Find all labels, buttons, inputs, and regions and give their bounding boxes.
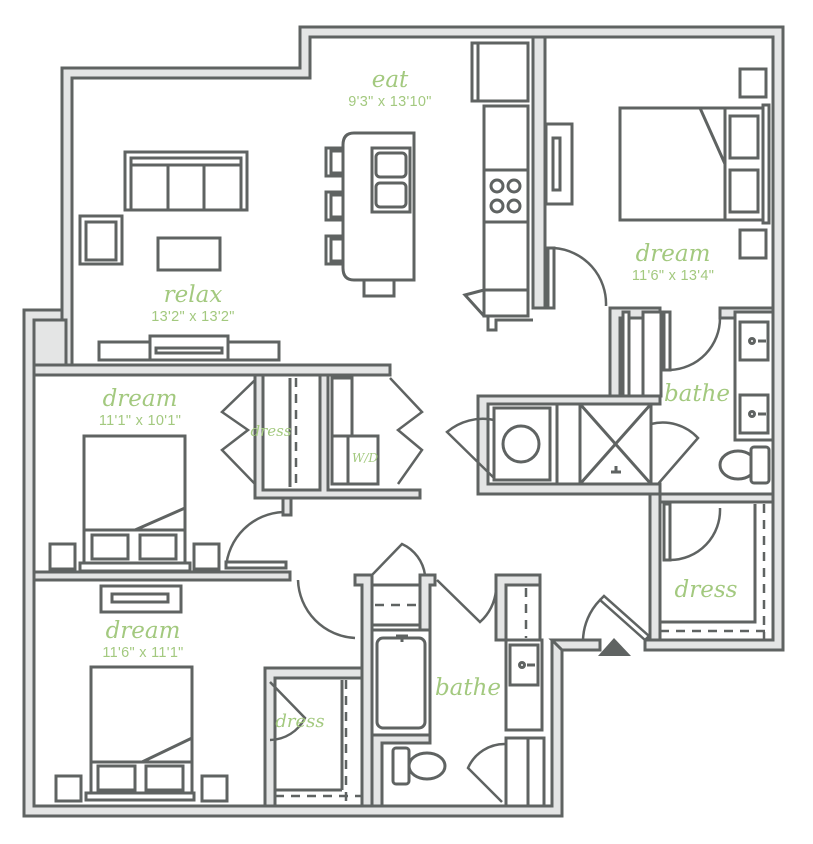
eat-room: eat 9'3" x 13'10" [324,41,533,332]
closet-icon [504,736,546,808]
eat-dims: 9'3" x 13'10" [348,94,431,110]
stool-icon [362,278,396,298]
bed-icon [618,106,727,222]
washer-dryer-icon [330,434,380,486]
nightstand-icon [48,542,77,571]
dress-3-room: dress [269,680,362,806]
dress-3-label: dress [275,711,324,732]
nightstand-icon [738,228,768,260]
laundry-label: W/D [352,451,378,465]
dream-3-label: dream [106,618,181,644]
dream-2-dims: 11'1" x 10'1" [99,413,181,429]
relax-room: relax 13'2" x 13'2" [78,150,281,362]
toilet-icon [391,746,411,786]
relax-label: relax [164,282,223,308]
hall-doors [296,542,498,640]
nightstand-icon [738,67,768,99]
counter-icon [482,104,530,294]
exterior-walls [22,25,785,818]
bathe-2-label: bathe [435,675,501,701]
bed-icon [82,434,187,534]
door-icon [662,502,672,562]
stove-burner-icon [489,178,505,194]
door-icon [662,310,672,372]
dress-2-label: dress [250,422,291,440]
entry [581,594,651,656]
master-dress-label: dress [675,577,738,603]
dream-2-room: dream 11'1" x 10'1" [48,386,288,573]
door-icon [546,246,556,310]
master-dress-room: dress [660,502,773,640]
eat-label: eat [372,67,409,93]
nightstand-icon [54,774,83,803]
shower-icon [555,402,653,486]
master-dream-dims: 11'6" x 13'4" [632,268,714,284]
coffee-table-icon [156,236,222,272]
bathe-2-room: bathe [370,583,546,808]
bed-icon [89,665,194,765]
relax-dims: 13'2" x 13'2" [151,309,234,325]
master-bathe-room: bathe [445,310,775,486]
refrigerator-icon [470,41,530,103]
nightstand-icon [200,774,229,803]
closet-icon [504,583,542,642]
laundry-room: W/D [330,376,424,486]
master-bathe-label: bathe [664,381,730,407]
nightstand-icon [192,542,221,571]
dream-2-label: dream [103,386,178,412]
dream-3-room: dream 11'6" x 11'1" [54,584,229,803]
master-dream-label: dream [636,241,711,267]
dress-2-room: dress [220,378,298,487]
dream-3-dims: 11'6" x 11'1" [102,645,183,661]
entry-arrow-icon [598,638,631,656]
master-dream-room: dream 11'6" x 13'4" [544,67,771,310]
